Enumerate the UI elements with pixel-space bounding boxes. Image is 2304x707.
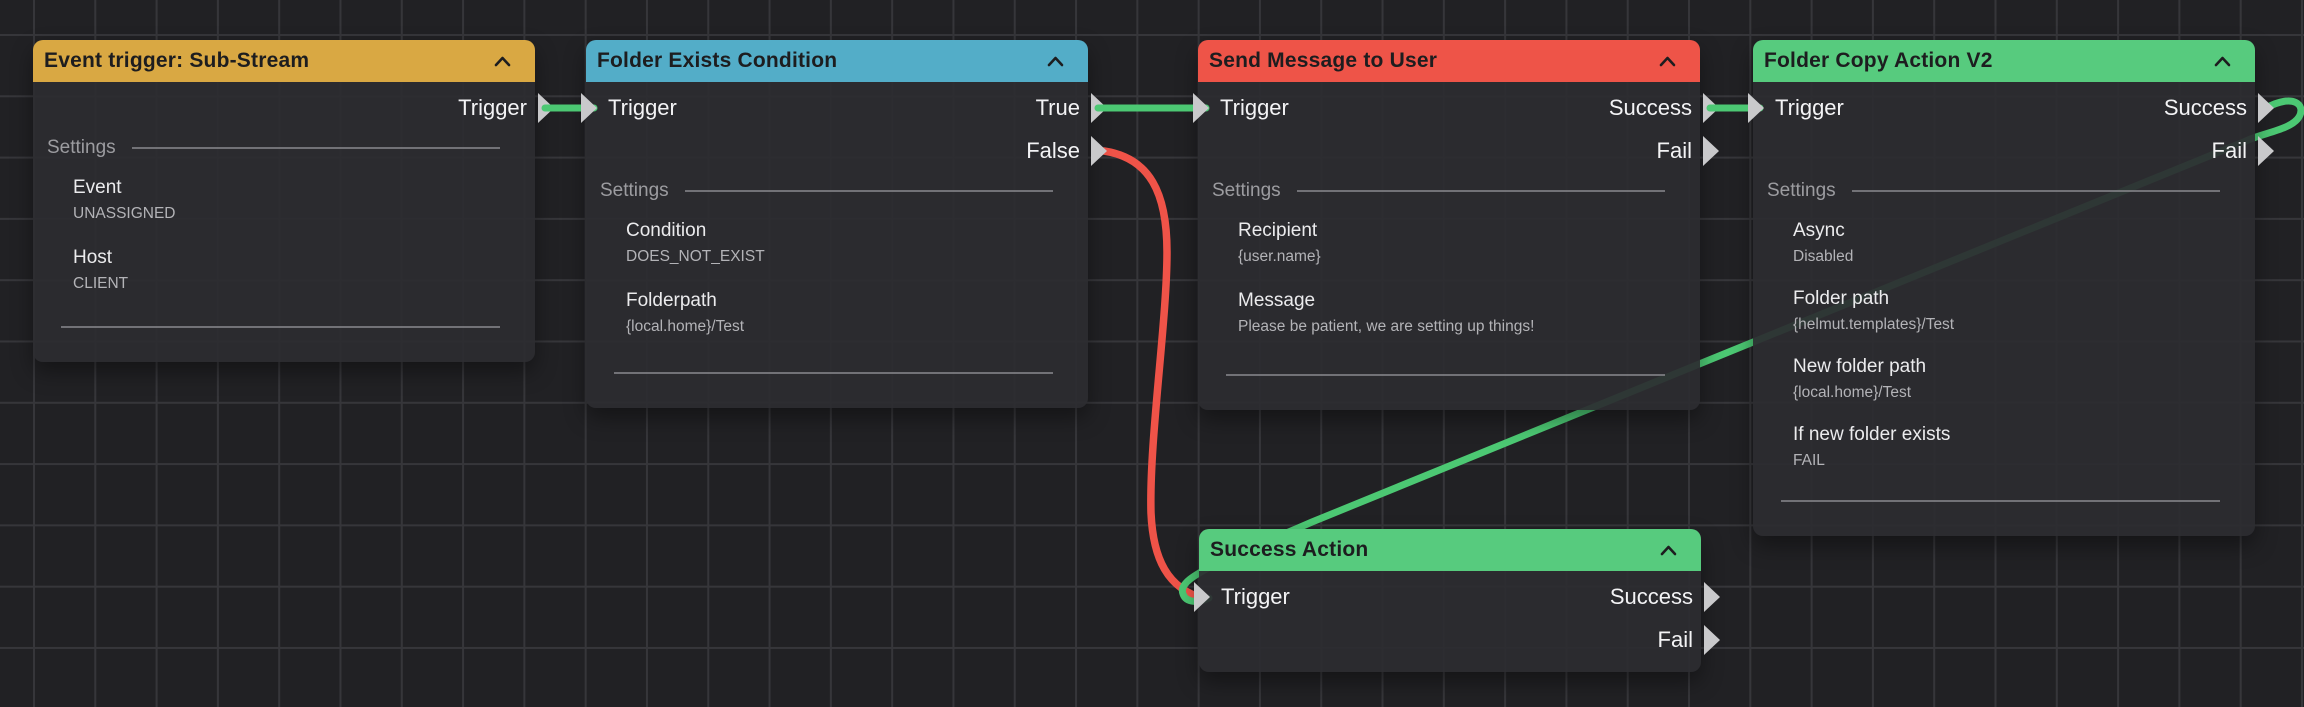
- output-port-label-success: Success: [1609, 583, 1693, 609]
- port-row: Trigger: [33, 86, 535, 129]
- setting-name: Host: [73, 247, 113, 268]
- settings-label: Settings: [47, 137, 116, 158]
- output-port-arrow-event-trigger-trigger[interactable]: [538, 93, 554, 123]
- output-port-arrow-success-action-success[interactable]: [1704, 582, 1720, 612]
- port-row: Trigger True: [586, 86, 1088, 129]
- port-row: Trigger Success: [1753, 86, 2255, 129]
- settings-label: Settings: [1767, 180, 1836, 201]
- setting-field-folder-path: Folder path {helmut.templates}/Test: [1793, 288, 2220, 334]
- port-row: Fail: [1753, 129, 2255, 172]
- node-title: Success Action: [1210, 538, 1369, 561]
- setting-value: {local.home}/Test: [626, 318, 745, 335]
- output-port-arrow-folder-copy-action-v2-fail[interactable]: [2258, 136, 2274, 166]
- setting-name: Folder path: [1793, 288, 1890, 309]
- node-header-event-trigger[interactable]: Event trigger: Sub-Stream: [33, 40, 535, 82]
- collapse-chevron-icon[interactable]: [2214, 56, 2231, 67]
- settings-label: Settings: [600, 180, 669, 201]
- input-port-label-trigger: Trigger: [608, 94, 677, 120]
- output-port-label-true: True: [1035, 94, 1080, 120]
- output-port-label-fail: Fail: [1656, 137, 1692, 163]
- collapse-chevron-icon[interactable]: [494, 56, 511, 67]
- setting-value: {local.home}/Test: [1793, 384, 1912, 401]
- node-title: Folder Exists Condition: [597, 49, 838, 72]
- port-row: Trigger Success: [1198, 86, 1700, 129]
- node-header-folder-exists-condition[interactable]: Folder Exists Condition: [586, 40, 1088, 82]
- output-port-label-fail: Fail: [1657, 626, 1693, 652]
- settings-divider: [1851, 190, 2220, 192]
- setting-name: Message: [1238, 290, 1316, 311]
- node-bottom-divider: [1226, 374, 1665, 376]
- port-row: Fail: [1199, 618, 1701, 661]
- setting-field-recipient: Recipient {user.name}: [1238, 220, 1665, 266]
- settings-section-header: Settings: [1212, 180, 1665, 202]
- setting-value: Please be patient, we are setting up thi…: [1238, 318, 1535, 335]
- output-port-arrow-folder-exists-condition-false[interactable]: [1091, 136, 1107, 166]
- setting-name: Async: [1793, 220, 1845, 241]
- output-port-label-trigger: Trigger: [458, 94, 527, 120]
- output-port-arrow-folder-exists-condition-true[interactable]: [1091, 93, 1107, 123]
- settings-section-header: Settings: [600, 180, 1053, 202]
- output-port-arrow-send-message-to-user-fail[interactable]: [1703, 136, 1719, 166]
- setting-value: DOES_NOT_EXIST: [626, 248, 765, 265]
- input-port-label-trigger: Trigger: [1220, 94, 1289, 120]
- setting-value: {user.name}: [1238, 248, 1321, 265]
- node-title: Folder Copy Action V2: [1764, 49, 1993, 72]
- output-port-label-fail: Fail: [2211, 137, 2247, 163]
- settings-section-header: Settings: [47, 137, 500, 159]
- collapse-chevron-icon[interactable]: [1659, 56, 1676, 67]
- output-port-label-success: Success: [2163, 94, 2247, 120]
- setting-value: UNASSIGNED: [73, 205, 176, 222]
- settings-section-header: Settings: [1767, 180, 2220, 202]
- settings-divider: [131, 147, 500, 149]
- collapse-chevron-icon[interactable]: [1047, 56, 1064, 67]
- node-header-send-message-to-user[interactable]: Send Message to User: [1198, 40, 1700, 82]
- output-port-arrow-success-action-fail[interactable]: [1704, 625, 1720, 655]
- input-port-label-trigger: Trigger: [1221, 583, 1290, 609]
- setting-value: {helmut.templates}/Test: [1793, 316, 1955, 333]
- input-port-label-trigger: Trigger: [1775, 94, 1844, 120]
- setting-name: New folder path: [1793, 356, 1927, 377]
- node-header-folder-copy-action-v2[interactable]: Folder Copy Action V2: [1753, 40, 2255, 82]
- setting-name: If new folder exists: [1793, 424, 1951, 445]
- port-row: False: [586, 129, 1088, 172]
- collapse-chevron-icon[interactable]: [1660, 545, 1677, 556]
- settings-label: Settings: [1212, 180, 1281, 201]
- output-port-label-success: Success: [1608, 94, 1692, 120]
- settings-divider: [684, 190, 1053, 192]
- output-port-label-false: False: [1026, 137, 1080, 163]
- output-port-arrow-folder-copy-action-v2-success[interactable]: [2258, 93, 2274, 123]
- setting-name: Folderpath: [626, 290, 717, 311]
- node-title: Event trigger: Sub-Stream: [44, 49, 310, 72]
- setting-name: Recipient: [1238, 220, 1318, 241]
- setting-name: Event: [73, 177, 122, 198]
- node-title: Send Message to User: [1209, 49, 1438, 72]
- setting-value: CLIENT: [73, 275, 129, 292]
- node-bottom-divider: [61, 326, 500, 328]
- setting-value: Disabled: [1793, 248, 1854, 265]
- node-header-success-action[interactable]: Success Action: [1199, 529, 1701, 571]
- setting-value: FAIL: [1793, 452, 1825, 469]
- node-bottom-divider: [1781, 500, 2220, 502]
- setting-name: Condition: [626, 220, 707, 241]
- setting-field-folderpath: Folderpath {local.home}/Test: [626, 290, 1053, 336]
- port-row: Fail: [1198, 129, 1700, 172]
- settings-divider: [1296, 190, 1665, 192]
- output-port-arrow-send-message-to-user-success[interactable]: [1703, 93, 1719, 123]
- wire-false-to-success-action[interactable]: [1100, 147, 1209, 603]
- node-bottom-divider: [614, 372, 1053, 374]
- setting-field-new-folder-path: New folder path {local.home}/Test: [1793, 356, 2220, 402]
- port-row: Trigger Success: [1199, 575, 1701, 618]
